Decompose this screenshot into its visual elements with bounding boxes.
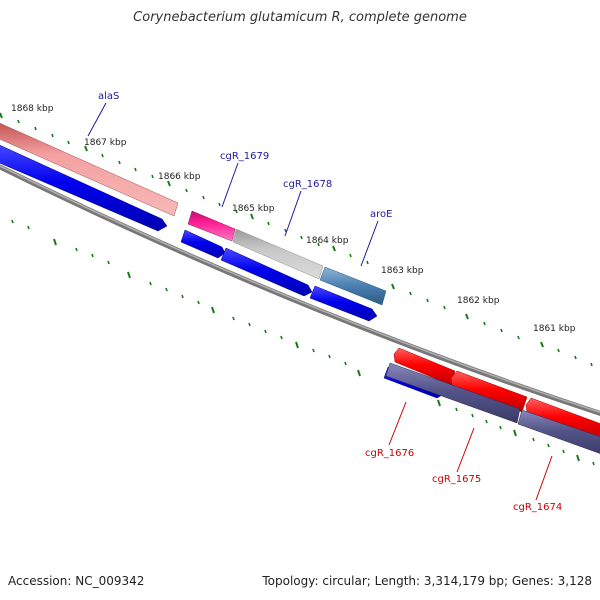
gene-cgR-1679-feature[interactable] xyxy=(187,210,236,242)
leader-cgR-1676 xyxy=(388,401,407,446)
kbp-label-1866: 1866 kbp xyxy=(158,172,201,182)
cds-feature-4[interactable] xyxy=(309,285,378,322)
kbp-labels: 1868 kbp 1867 kbp 1866 kbp 1865 kbp 1864… xyxy=(11,104,576,334)
leader-cgR-1675 xyxy=(456,427,475,473)
kbp-label-1865: 1865 kbp xyxy=(232,204,275,214)
lower-tick-row xyxy=(11,219,595,466)
kbp-label-1862: 1862 kbp xyxy=(457,296,500,306)
leader-cgR-1674 xyxy=(535,455,553,501)
genome-summary-text: Topology: circular; Length: 3,314,179 bp… xyxy=(262,574,592,588)
kbp-label-1864: 1864 kbp xyxy=(306,236,349,246)
kbp-label-1868: 1868 kbp xyxy=(11,104,54,114)
gene-alaS-feature[interactable] xyxy=(0,121,179,217)
kbp-label-1863: 1863 kbp xyxy=(381,266,424,276)
forward-strand-features xyxy=(0,121,600,439)
gene-label-alaS[interactable]: alaS xyxy=(98,91,119,102)
map-title: Corynebacterium glutamicum R, complete g… xyxy=(133,10,467,25)
accession-text: Accession: NC_009342 xyxy=(8,574,145,588)
gene-label-cgR-1674[interactable]: cgR_1674 xyxy=(513,502,562,513)
label-leaders xyxy=(87,102,553,501)
upper-tick-row xyxy=(0,112,593,367)
leader-cgR-1679 xyxy=(221,162,239,208)
scale-ticks xyxy=(0,112,595,466)
gene-cgR-1675-feature[interactable] xyxy=(385,362,521,424)
gene-label-cgR-1675[interactable]: cgR_1675 xyxy=(432,474,481,485)
kbp-label-1867: 1867 kbp xyxy=(84,138,127,148)
gene-label-cgR-1678[interactable]: cgR_1678 xyxy=(283,179,332,190)
gene-aroE-feature[interactable] xyxy=(319,266,387,306)
gene-cgR-1674-feature[interactable] xyxy=(517,409,600,455)
gene-red-feature-1[interactable] xyxy=(393,347,456,386)
cds-feature-3[interactable] xyxy=(220,247,313,297)
genome-backbone xyxy=(0,164,600,416)
cds-feature-1[interactable] xyxy=(0,143,168,232)
leader-cgR-1678 xyxy=(284,190,302,237)
gene-label-aroE[interactable]: aroE xyxy=(370,209,392,220)
leader-alaS xyxy=(87,102,107,137)
kbp-label-1861: 1861 kbp xyxy=(533,324,576,334)
leader-aroE xyxy=(360,220,379,267)
gene-label-cgR-1679[interactable]: cgR_1679 xyxy=(220,151,269,162)
cds-features xyxy=(0,143,600,455)
gene-cgR-1678-feature[interactable] xyxy=(232,228,324,280)
cds-feature-2[interactable] xyxy=(180,229,226,259)
gene-label-cgR-1676[interactable]: cgR_1676 xyxy=(365,448,414,459)
gene-labels: alaS cgR_1679 cgR_1678 aroE cgR_1676 cgR… xyxy=(98,91,562,513)
